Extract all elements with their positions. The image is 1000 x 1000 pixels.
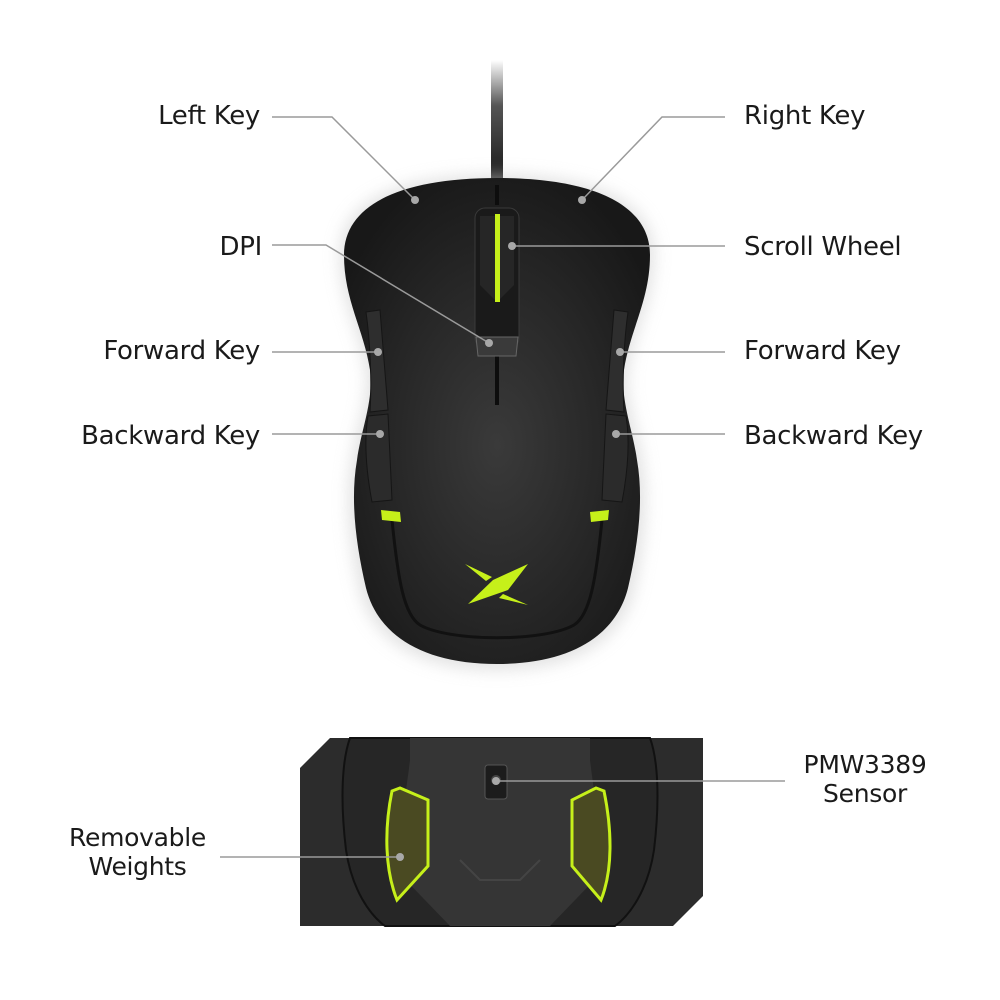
label-forward-key-right: Forward Key [744,336,901,366]
label-left-key: Left Key [158,101,260,131]
leader-lines [220,116,785,858]
label-right-key: Right Key [744,101,866,131]
left-weight [385,786,430,903]
label-dpi: DPI [219,232,263,262]
label-sensor: PMW3389 Sensor [803,750,927,808]
mouse-cable [491,60,503,190]
mouse-top-view [340,175,654,670]
mouse-bottom-view [300,737,703,927]
label-removable-weights: Removable Weights [69,823,206,881]
label-backward-key-right: Backward Key [744,421,923,451]
label-backward-key-left: Backward Key [81,421,260,451]
callout-dots [374,196,624,861]
label-forward-key-left: Forward Key [103,336,260,366]
label-scroll-wheel: Scroll Wheel [744,232,902,262]
scroll-wheel-light [495,214,500,302]
right-weight [570,786,612,903]
x-logo-icon [465,564,528,605]
dpi-button-shape [475,336,519,357]
